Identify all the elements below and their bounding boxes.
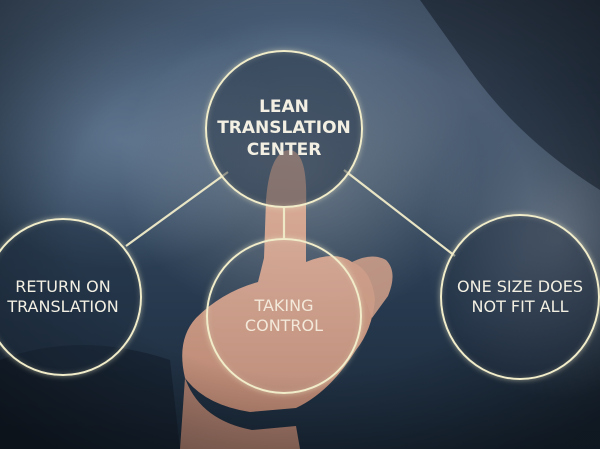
node-right-label: ONE SIZE DOES NOT FIT ALL [457, 277, 583, 316]
node-bottom-label: TAKING CONTROL [244, 296, 324, 335]
node-left-label: RETURN ON TRANSLATION [7, 277, 119, 316]
node-return-on-translation[interactable]: RETURN ON TRANSLATION [0, 218, 142, 376]
node-taking-control[interactable]: TAKING CONTROL [206, 238, 362, 394]
node-one-size-does-not-fit-all[interactable]: ONE SIZE DOES NOT FIT ALL [440, 214, 600, 380]
node-lean-translation-center[interactable]: LEAN TRANSLATION CENTER [205, 50, 363, 208]
node-center-label: LEAN TRANSLATION CENTER [217, 97, 351, 160]
